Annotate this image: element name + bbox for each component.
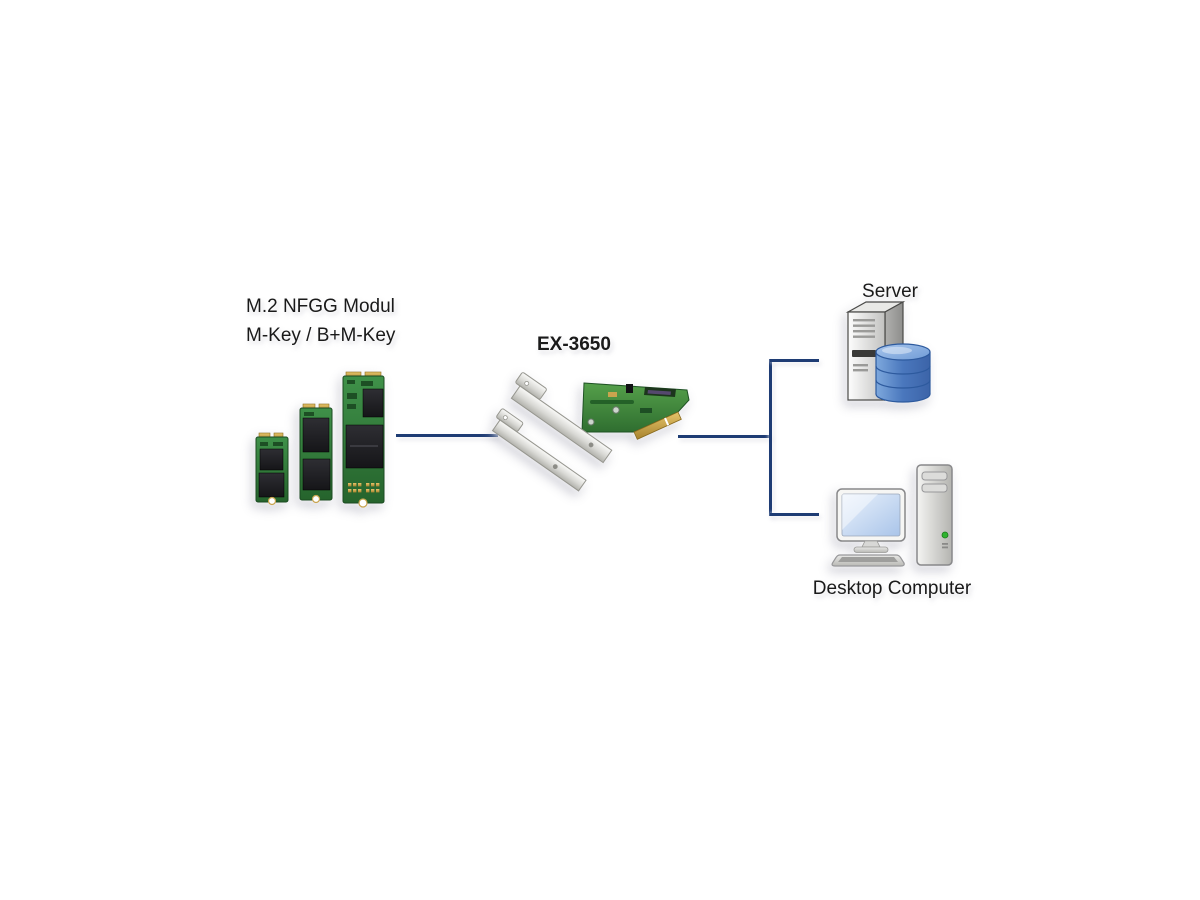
desktop-label: Desktop Computer xyxy=(812,578,972,599)
connector-line-modules-to-card xyxy=(396,434,498,437)
modules-label-line1: M.2 NFGG Modul xyxy=(246,296,395,317)
full-height-bracket xyxy=(510,372,613,464)
pcie-edge-connector xyxy=(633,411,682,440)
ex3650-card-image xyxy=(491,372,690,492)
database-cylinder xyxy=(875,343,931,403)
server-icon xyxy=(845,300,931,403)
modules-label: M.2 NFGG Modul M-Key / B+M-Key xyxy=(246,292,395,350)
power-led xyxy=(941,531,949,539)
low-profile-bracket xyxy=(491,408,587,492)
card-pcb xyxy=(581,382,690,440)
computer-tower xyxy=(916,464,953,566)
desktop-computer-icon xyxy=(831,464,953,567)
modules-label-line2: M-Key / B+M-Key xyxy=(246,325,396,346)
screen xyxy=(841,493,901,537)
server-label: Server xyxy=(862,281,918,302)
monitor xyxy=(836,488,906,553)
connector-line-branch-to-desktop xyxy=(770,513,819,516)
m2-module-small xyxy=(255,432,289,506)
keyboard xyxy=(831,554,905,567)
m2-module-large xyxy=(342,371,385,508)
m2-module-medium xyxy=(299,403,333,504)
drive-slot xyxy=(852,350,876,357)
m2-modules-image xyxy=(255,371,385,508)
solder-pad-grid xyxy=(348,483,380,493)
connector-line-branch-to-server xyxy=(770,359,819,362)
connector-line-branch-vertical xyxy=(769,359,772,516)
card-label: EX-3650 xyxy=(537,334,611,355)
connector-line-card-to-branch xyxy=(678,435,771,438)
